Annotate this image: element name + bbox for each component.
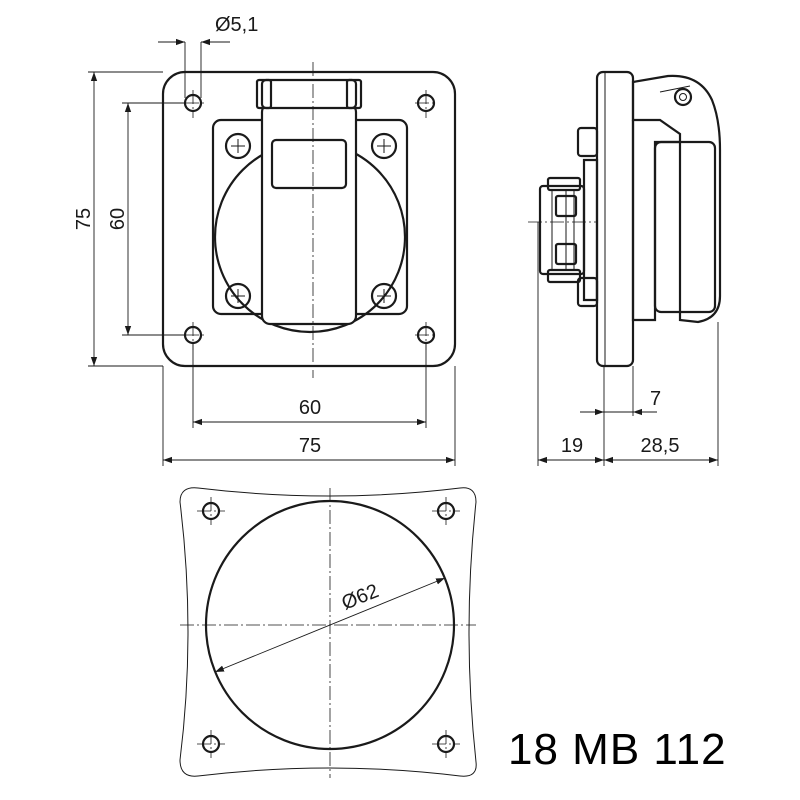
- cutout-holes: [197, 497, 460, 758]
- side-lid: [631, 74, 722, 324]
- front-plate-outline: [161, 70, 457, 368]
- dim-cutout-diameter: Ø62: [339, 580, 382, 615]
- dim-side-back: 28,5: [641, 435, 680, 457]
- cutout-outline: [179, 487, 477, 777]
- dim-hole-diameter: Ø5,1: [215, 14, 258, 36]
- dim-side-front: 19: [561, 435, 583, 457]
- model-number: 18 MB 112: [508, 725, 727, 774]
- front-view: Ø5,1 75 60 60 75: [73, 14, 457, 466]
- socket-screws: [224, 132, 398, 310]
- dim-height-total: 75: [73, 208, 95, 230]
- side-view: 19 28,5 7: [528, 70, 722, 466]
- side-flange: [595, 70, 635, 368]
- socket-lid: [255, 78, 363, 326]
- dim-width-total: 75: [299, 435, 321, 457]
- dim-width-holes: 60: [299, 397, 321, 419]
- dim-height-holes: 60: [107, 208, 129, 230]
- cutout-template: Ø62: [179, 487, 477, 778]
- dim-side-offset: 7: [650, 388, 661, 410]
- rear-terminals: [538, 126, 599, 308]
